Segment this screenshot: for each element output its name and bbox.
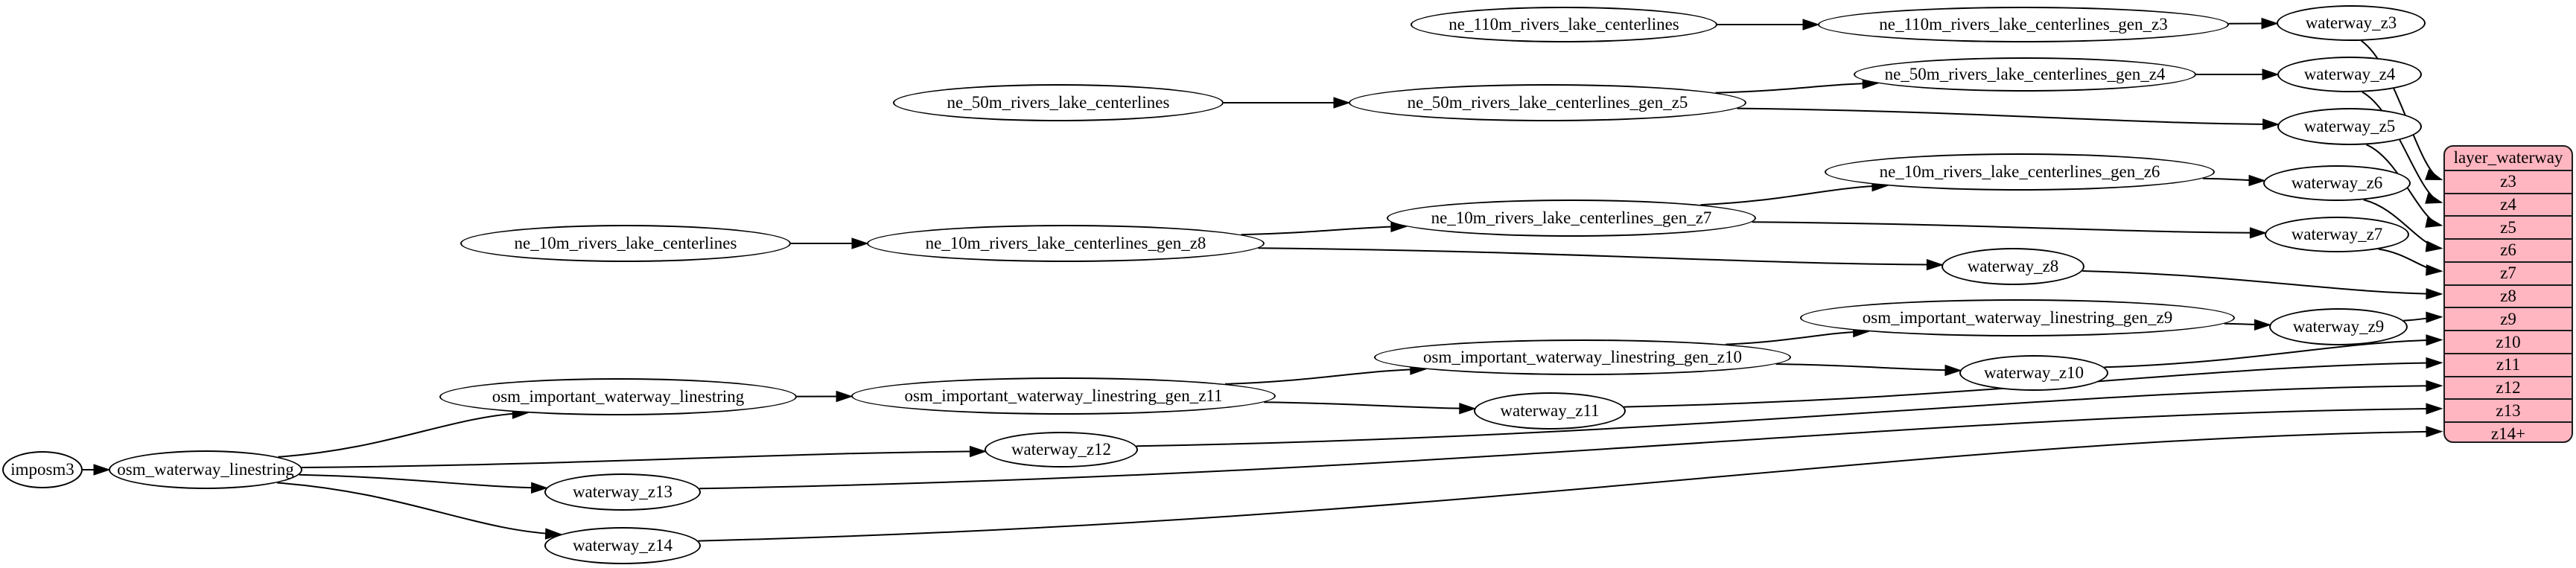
edge-waterway_z12-to-layer-z12 [1136, 380, 2443, 447]
record-title: layer_waterway [2453, 148, 2563, 167]
node-label: ne_50m_rivers_lake_centerlines [947, 93, 1170, 112]
edge-osm_important_waterway_linestring_gen_z11-to-waterway_z11 [1264, 401, 1477, 415]
node-label: osm_important_waterway_linestring_gen_z9 [1862, 308, 2173, 327]
node-label: ne_10m_rivers_lake_centerlines_gen_z6 [1879, 162, 2160, 181]
node-label: waterway_z12 [1011, 440, 1112, 459]
node-label: osm_important_waterway_linestring [492, 387, 745, 406]
node-label: waterway_z7 [2291, 225, 2383, 243]
node-ne_50m_rivers_lake_centerlines_gen_z4: ne_50m_rivers_lake_centerlines_gen_z4 [1854, 57, 2196, 92]
node-osm_important_waterway_linestring: osm_important_waterway_linestring [439, 378, 797, 415]
node-label: waterway_z9 [2292, 317, 2385, 336]
node-waterway_z13: waterway_z13 [544, 473, 701, 511]
node-ne_50m_rivers_lake_centerlines_gen_z5: ne_50m_rivers_lake_centerlines_gen_z5 [1349, 84, 1746, 121]
edge-ne_10m_rivers_lake_centerlines_gen_z8-to-waterway_z8 [1258, 247, 1944, 271]
edge-osm_important_waterway_linestring_gen_z9-to-waterway_z9 [2224, 319, 2272, 331]
record-row-z13: z13 [2445, 398, 2572, 421]
record-row-z7: z7 [2445, 261, 2572, 284]
node-label: ne_50m_rivers_lake_centerlines_gen_z5 [1407, 93, 1688, 112]
node-waterway_z14: waterway_z14 [544, 527, 701, 564]
node-ne_110m_rivers_lake_centerlines: ne_110m_rivers_lake_centerlines [1411, 7, 1717, 42]
edge-ne_10m_rivers_lake_centerlines_gen_z6-to-waterway_z6 [2202, 174, 2266, 187]
node-waterway_z6: waterway_z6 [2263, 165, 2411, 201]
record-row-z8: z8 [2445, 284, 2572, 307]
record-row-z12: z12 [2445, 375, 2572, 399]
node-waterway_z11: waterway_z11 [1474, 392, 1626, 430]
node-osm_important_waterway_linestring_gen_z9: osm_important_waterway_linestring_gen_z9 [1800, 299, 2235, 336]
node-label: waterway_z8 [1967, 257, 2059, 275]
edge-ne_50m_rivers_lake_centerlines_gen_z5-to-ne_50m_rivers_lake_centerlines_gen_z4 [1715, 77, 1880, 94]
node-label: waterway_z5 [2303, 117, 2396, 135]
edge-osm_important_waterway_linestring_gen_z10-to-waterway_z10 [1775, 363, 1962, 377]
node-label: ne_10m_rivers_lake_centerlines [514, 234, 737, 252]
node-ne_10m_rivers_lake_centerlines_gen_z8: ne_10m_rivers_lake_centerlines_gen_z8 [867, 225, 1265, 262]
node-label: waterway_z6 [2291, 173, 2383, 192]
edge-ne_10m_rivers_lake_centerlines_gen_z7-to-waterway_z7 [1752, 221, 2267, 239]
edge-ne_10m_rivers_lake_centerlines_gen_z8-to-ne_10m_rivers_lake_centerlines_gen_z7 [1241, 220, 1408, 236]
edge-waterway_z4-to-layer-z4 [2362, 91, 2443, 204]
node-label: waterway_z4 [2303, 65, 2396, 83]
node-waterway_z5: waterway_z5 [2277, 108, 2422, 145]
edge-waterway_z7-to-layer-z7 [2378, 248, 2443, 276]
record-row-z5: z5 [2445, 215, 2572, 238]
record-row-z3: z3 [2445, 169, 2572, 193]
edge-ne_10m_rivers_lake_centerlines_gen_z7-to-ne_10m_rivers_lake_centerlines_gen_z6 [1700, 180, 1889, 206]
node-label: waterway_z3 [2305, 13, 2397, 32]
edge-osm_important_waterway_linestring_gen_z10-to-osm_important_waterway_linestring_gen_z9 [1726, 325, 1871, 345]
node-ne_10m_rivers_lake_centerlines_gen_z7: ne_10m_rivers_lake_centerlines_gen_z7 [1387, 200, 1756, 237]
edge-waterway_z13-to-layer-z13 [699, 403, 2443, 490]
node-waterway_z10: waterway_z10 [1959, 355, 2108, 391]
edge-ne_50m_rivers_lake_centerlines_gen_z5-to-waterway_z5 [1737, 107, 2280, 130]
node-label: osm_important_waterway_linestring_gen_z1… [904, 386, 1223, 405]
edge-waterway_z5-to-layer-z5 [2366, 144, 2443, 228]
node-label: waterway_z14 [572, 536, 673, 555]
node-waterway_z9: waterway_z9 [2269, 308, 2408, 345]
node-label: ne_10m_rivers_lake_centerlines_gen_z7 [1431, 208, 1712, 227]
node-label: waterway_z10 [1983, 363, 2084, 382]
record-row-z10: z10 [2445, 330, 2572, 353]
node-label: osm_important_waterway_linestring_gen_z1… [1423, 348, 1742, 366]
record-row-z14+: z14+ [2445, 421, 2572, 441]
node-osm_important_waterway_linestring_gen_z11: osm_important_waterway_linestring_gen_z1… [851, 377, 1276, 415]
node-label: ne_110m_rivers_lake_centerlines [1448, 15, 1679, 33]
node-ne_50m_rivers_lake_centerlines: ne_50m_rivers_lake_centerlines [893, 84, 1224, 121]
node-waterway_z8: waterway_z8 [1941, 248, 2084, 285]
node-label: waterway_z11 [1500, 401, 1600, 420]
node-label: imposm3 [10, 460, 74, 479]
record-row-z9: z9 [2445, 307, 2572, 330]
edge-waterway_z10-to-layer-z10 [2104, 334, 2443, 368]
edge-osm_waterway_linestring-to-waterway_z14 [277, 482, 563, 540]
node-waterway_z4: waterway_z4 [2277, 57, 2422, 92]
node-imposm3: imposm3 [2, 451, 83, 488]
edge-osm_waterway_linestring-to-osm_important_waterway_linestring [278, 407, 529, 458]
edge-waterway_z9-to-layer-z9 [2403, 311, 2443, 323]
node-label: ne_50m_rivers_lake_centerlines_gen_z4 [1884, 65, 2166, 83]
node-waterway_z7: waterway_z7 [2265, 217, 2409, 252]
node-label: waterway_z13 [572, 482, 673, 501]
node-ne_110m_rivers_lake_centerlines_gen_z3: ne_110m_rivers_lake_centerlines_gen_z3 [1818, 7, 2229, 42]
node-label: ne_110m_rivers_lake_centerlines_gen_z3 [1879, 15, 2168, 33]
edge-osm_waterway_linestring-to-waterway_z12 [302, 445, 988, 468]
node-osm_important_waterway_linestring_gen_z10: osm_important_waterway_linestring_gen_z1… [1374, 339, 1791, 375]
edge-waterway_z14-to-layer-z14+ [698, 426, 2443, 542]
node-ne_10m_rivers_lake_centerlines: ne_10m_rivers_lake_centerlines [460, 225, 791, 262]
node-label: osm_waterway_linestring [117, 460, 294, 479]
node-label: ne_10m_rivers_lake_centerlines_gen_z8 [925, 234, 1206, 252]
node-waterway_z3: waterway_z3 [2277, 5, 2426, 41]
edge-osm_waterway_linestring-to-waterway_z13 [299, 473, 549, 494]
edge-waterway_z6-to-layer-z6 [2363, 199, 2443, 252]
node-waterway_z12: waterway_z12 [985, 432, 1138, 468]
node-ne_10m_rivers_lake_centerlines_gen_z6: ne_10m_rivers_lake_centerlines_gen_z6 [1825, 153, 2215, 191]
record-row-z11: z11 [2445, 352, 2572, 376]
record-row-z6: z6 [2445, 238, 2572, 261]
edge-waterway_z8-to-layer-z8 [2082, 270, 2443, 300]
edge-osm_important_waterway_linestring_gen_z11-to-osm_important_waterway_linestring_gen_z10 [1225, 363, 1428, 385]
record-row-z4: z4 [2445, 192, 2572, 216]
node-osm_waterway_linestring: osm_waterway_linestring [109, 450, 302, 489]
